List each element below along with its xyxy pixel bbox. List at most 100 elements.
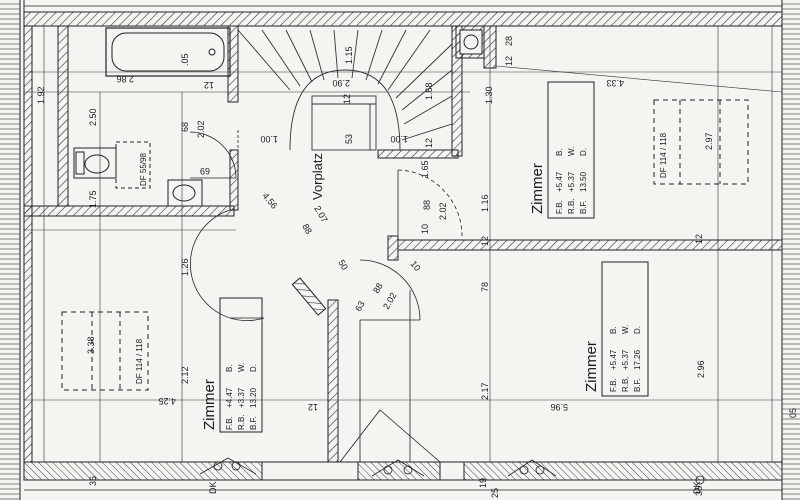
skylight-top-right-label: DF 114 / 118 <box>659 132 668 178</box>
dim-label: 69 <box>200 166 210 176</box>
left-outer-wall <box>23 25 33 463</box>
room-name: Zimmer <box>529 163 546 214</box>
room-zimmer-right: Zimmer F.B. +5.47 B. R.B. +5.37 W. B.F. … <box>529 81 595 219</box>
value-fb: +5.47 <box>609 349 618 370</box>
dim-label: 78 <box>480 282 490 292</box>
unit-fb: B. <box>609 326 618 334</box>
dim-label: 88 <box>422 200 432 210</box>
label-bf: B.F. <box>249 416 258 430</box>
dim-label: 50 <box>336 258 350 272</box>
dim-label: 3.38 <box>86 336 96 354</box>
value-fb: +4.47 <box>225 387 234 408</box>
dim-label: 36 <box>88 476 98 486</box>
label-fb: F.B. <box>225 416 234 430</box>
value-fb: +5.47 <box>555 171 564 192</box>
dim-label: 12 <box>504 56 514 66</box>
dim-label: 53 <box>344 134 354 144</box>
value-bf: 17.26 <box>633 349 642 370</box>
room-zimmer-middle: Zimmer F.B. +5.47 B. R.B. +5.37 W. B.F. … <box>583 261 649 397</box>
dim-label: 1.30 <box>484 86 494 104</box>
dim-label: 28 <box>504 36 514 46</box>
dim-label: 05 <box>788 408 798 418</box>
top-wall <box>23 0 783 27</box>
staircase <box>237 29 453 151</box>
dim-label: DK <box>208 481 218 494</box>
dim-label: 1.00 <box>260 134 278 144</box>
dim-label: 1.75 <box>88 190 98 208</box>
dim-label: 12 <box>694 234 704 244</box>
unit-bf: D. <box>633 326 642 334</box>
dim-label: 4.33 <box>606 78 624 88</box>
room-name: Zimmer <box>201 379 218 430</box>
label-rb: R.B. <box>621 376 630 392</box>
label-bf: B.F. <box>579 200 588 214</box>
dim-label: 12 <box>204 80 214 90</box>
unit-fb: B. <box>555 148 564 156</box>
dim-label: 2.02 <box>438 202 448 220</box>
unit-rb: W. <box>621 325 630 334</box>
dim-label: 2.90 <box>332 78 350 88</box>
dim-label: 2.86 <box>116 74 134 84</box>
dim-label: .05 <box>180 53 190 66</box>
dim-label: 88 <box>300 222 314 236</box>
dim-label: 2.50 <box>88 108 98 126</box>
room-vorplatz: Vorplatz <box>310 153 325 200</box>
dim-label: 35 <box>694 486 704 496</box>
dimension-lines <box>24 26 783 462</box>
room-name: Zimmer <box>583 341 600 392</box>
window-fittings <box>199 457 705 485</box>
dim-label: 2.96 <box>696 360 706 378</box>
dim-label: 12 <box>342 94 352 104</box>
value-rb: +3.37 <box>237 387 246 408</box>
skylight-left: DF 114 / 118 <box>61 311 149 391</box>
bathtub <box>105 27 231 77</box>
dim-label: 1.15 <box>344 46 354 64</box>
dim-label: 1.26 <box>180 258 190 276</box>
dim-label: 10 <box>408 259 422 273</box>
dim-label: 12 <box>308 402 318 412</box>
skylight-wc: DF 55/98 <box>115 141 151 189</box>
washbasin <box>167 179 203 207</box>
dim-label: 12 <box>480 236 490 246</box>
dim-label: 1.00 <box>390 134 408 144</box>
dim-label: 1.65 <box>420 160 430 178</box>
dim-label: 2.97 <box>704 132 714 150</box>
label-fb: F.B. <box>555 200 564 214</box>
skylight-wc-label: DF 55/98 <box>139 153 148 186</box>
dim-label: 1.92 <box>36 86 46 104</box>
skylight-left-label: DF 114 / 118 <box>135 338 144 384</box>
unit-bf: D. <box>579 148 588 156</box>
dim-label: 1.16 <box>480 194 490 212</box>
dim-label: 63 <box>353 299 367 313</box>
room-zimmer-left: Zimmer F.B. +4.47 B. R.B. +3.37 W. B.F. … <box>201 297 263 433</box>
value-bf: 13.20 <box>249 387 258 408</box>
dim-label: 25 <box>490 488 500 498</box>
value-bf: 13.50 <box>579 171 588 192</box>
unit-fb: B. <box>225 364 234 372</box>
dim-label: 2.12 <box>180 366 190 384</box>
dim-label: 68 <box>180 122 190 132</box>
dim-label: 1.68 <box>424 82 434 100</box>
dim-label: DK <box>692 481 702 494</box>
dim-label: 88 <box>371 281 385 295</box>
dim-label: 4.25 <box>158 396 176 406</box>
skylight-top-right: DF 114 / 118 <box>653 99 749 185</box>
label-rb: R.B. <box>567 198 576 214</box>
dim-label: 2.17 <box>480 382 490 400</box>
dim-label: 10 <box>420 224 430 234</box>
dim-label: 19 <box>478 478 488 488</box>
toilet <box>73 147 117 179</box>
value-rb: +5.37 <box>567 171 576 192</box>
dim-label: 12 <box>424 138 434 148</box>
roof-strip-right <box>782 0 800 500</box>
unit-bf: D. <box>249 364 258 372</box>
label-fb: F.B. <box>609 378 618 392</box>
dim-label: 2.02 <box>196 120 206 138</box>
dim-label: 5.96 <box>550 402 568 412</box>
unit-rb: W. <box>237 363 246 372</box>
value-rb: +5.37 <box>621 349 630 370</box>
label-bf: B.F. <box>633 378 642 392</box>
unit-rb: W. <box>567 147 576 156</box>
label-rb: R.B. <box>237 414 246 430</box>
